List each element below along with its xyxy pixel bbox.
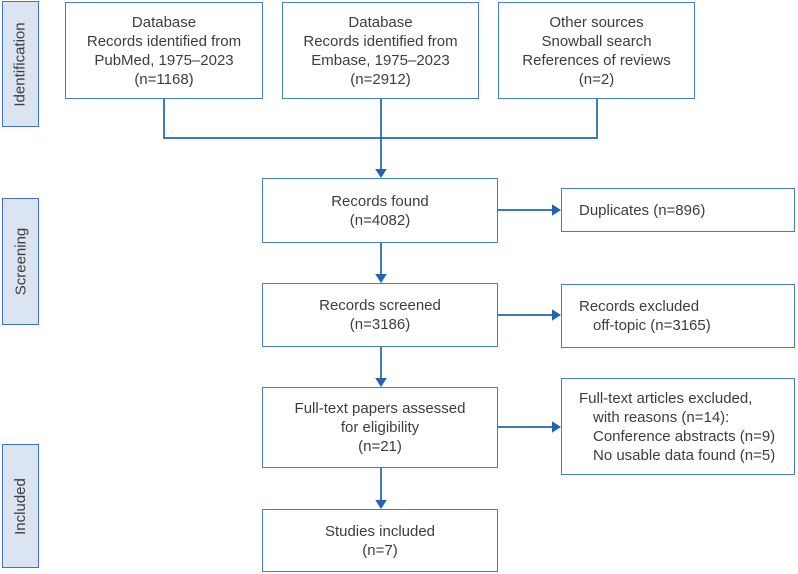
stage-included: Included [2, 444, 39, 568]
box-line: PubMed, 1975–2023 [94, 51, 234, 69]
box-line: Records excluded [579, 298, 700, 315]
box-line: Studies included [324, 522, 436, 540]
box-line: References of reviews [522, 51, 671, 69]
box-line: (n=3186) [349, 316, 411, 333]
box-line: Database [131, 13, 197, 31]
box-line: (n=4082) [349, 211, 411, 229]
box-line: Other sources [549, 13, 644, 31]
arrowhead-down-fulltext [375, 378, 387, 387]
box-line: Snowball search [541, 32, 652, 50]
stage-screening: Screening [2, 198, 39, 325]
stage-identification: Identification [2, 1, 39, 127]
box-line: Records screened [319, 297, 441, 314]
stage-included-label: Included [12, 477, 29, 535]
arrowhead-right-fulltext-excluded [552, 421, 561, 433]
stage-identification-label: Identification [12, 21, 30, 107]
stage-screening-label: Screening [12, 227, 30, 296]
box-line: Records identified from [86, 32, 242, 50]
arrowhead-right-duplicates [552, 204, 561, 216]
box-other-sources: Other sources Snowball search References… [498, 2, 695, 99]
box-fulltext-excluded: Full-text articles excluded, with reason… [561, 378, 795, 475]
arrowhead-down-records-found [375, 169, 387, 178]
box-line: Duplicates (n=896) [579, 201, 706, 219]
box-line: off-topic (n=3165) [593, 317, 711, 334]
box-line: (n=21) [358, 438, 402, 455]
box-studies-included: Studies included (n=7) [262, 509, 498, 572]
box-line: Records found [331, 192, 429, 210]
box-line: No usable data found (n=5) [593, 446, 776, 464]
box-duplicates: Duplicates (n=896) [561, 188, 795, 232]
box-line: (n=2912) [350, 70, 411, 88]
box-line: with reasons (n=14): [593, 408, 730, 426]
box-line: Conference abstracts (n=9) [593, 427, 776, 445]
arrowhead-down-studies-included [375, 500, 387, 509]
box-line: Full-text articles excluded, [579, 389, 753, 407]
connector-merge-bus [163, 99, 598, 139]
box-line: (n=2) [578, 70, 615, 88]
arrowhead-right-records-excluded [552, 309, 561, 321]
box-line: Records identified from [303, 32, 458, 50]
box-records-screened: Records screened (n=3186) [262, 283, 498, 347]
box-pubmed-records: Database Records identified from PubMed,… [65, 2, 263, 99]
box-line: (n=1168) [134, 70, 194, 88]
box-embase-records: Database Records identified from Embase,… [282, 2, 479, 99]
box-records-found: Records found (n=4082) [262, 178, 498, 243]
box-records-excluded: Records excluded off-topic (n=3165) [561, 284, 795, 348]
box-line: Embase, 1975–2023 [311, 51, 450, 69]
box-line: Database [348, 13, 413, 31]
box-line: for eligibility [340, 419, 420, 436]
box-line: Full-text papers assessed [294, 400, 466, 417]
box-line: (n=7) [362, 541, 398, 559]
box-fulltext-assessed: Full-text papers assessed for eligibilit… [262, 387, 498, 468]
arrowhead-down-records-screened [375, 274, 387, 283]
